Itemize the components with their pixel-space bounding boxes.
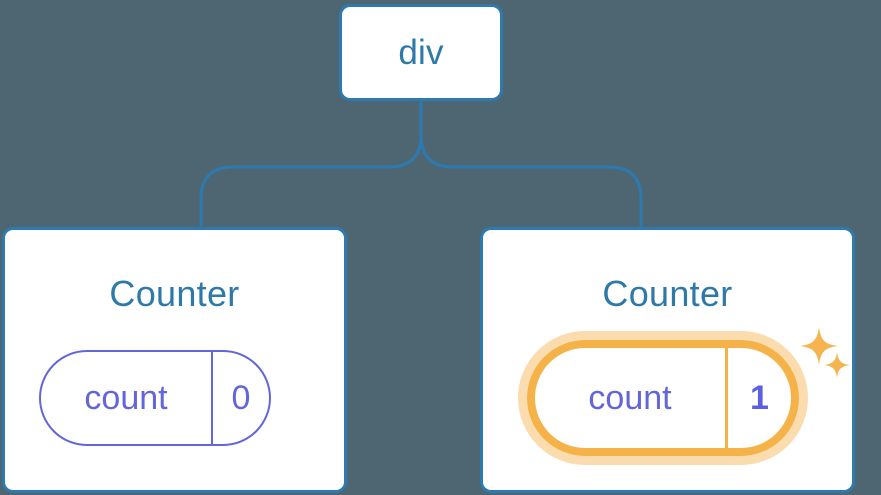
state-key-label: count — [41, 352, 213, 444]
state-pill-count-right-wrapper[interactable]: count 1 — [518, 331, 808, 465]
component-title: Counter — [109, 273, 240, 314]
root-node-div[interactable]: div — [339, 4, 503, 101]
state-key-label: count — [535, 348, 728, 448]
state-pill-count-right[interactable]: count 1 — [527, 340, 799, 456]
component-title: Counter — [602, 273, 733, 314]
state-value-label: 0 — [231, 379, 251, 417]
state-value-label: 1 — [750, 379, 769, 417]
state-pill-count-left[interactable]: count 0 — [39, 350, 271, 446]
root-node-label: div — [398, 33, 444, 72]
highlight-halo — [518, 331, 808, 465]
